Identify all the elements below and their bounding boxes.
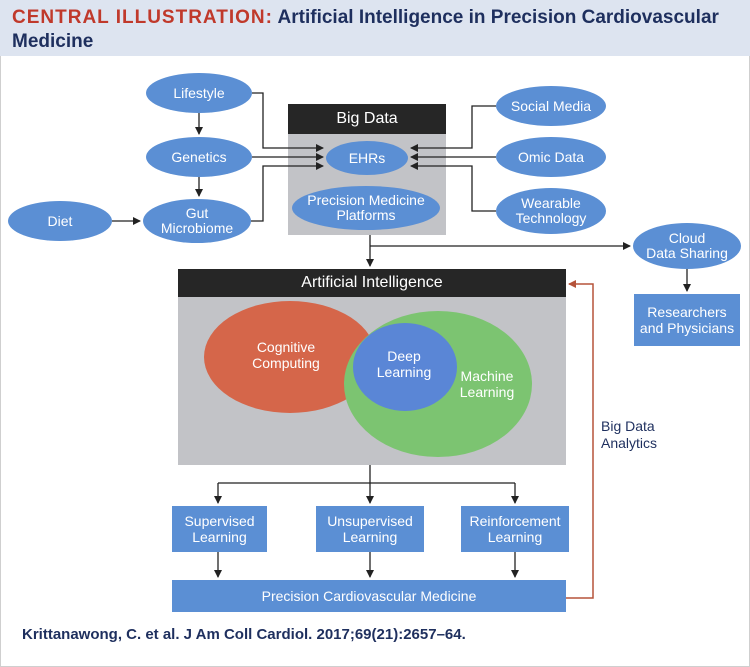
unsupervised-learning-box: Unsupervised Learning	[316, 506, 424, 552]
big-data-analytics-feedback-arrow	[566, 280, 594, 599]
figure-title: CENTRAL ILLUSTRATION: Artificial Intelli…	[12, 7, 719, 29]
title-text-line2: Medicine	[12, 31, 94, 52]
arrow-social-ehrs	[410, 105, 496, 152]
deep-learning-circle	[353, 323, 457, 411]
ehrs-node: EHRs	[326, 141, 408, 175]
genetics-node: Genetics	[146, 137, 252, 177]
supervised-learning-box: Supervised Learning	[172, 506, 267, 552]
arrow-wearable-ehrs	[410, 162, 496, 212]
big-data-analytics-label: Big Data Analytics	[601, 418, 658, 451]
arrow-gut-ehrs	[251, 162, 324, 222]
gut-microbiome-node: Gut Microbiome	[143, 199, 251, 243]
cognitive-computing-label: Cognitive Computing	[252, 339, 320, 371]
reinforcement-learning-box: Reinforcement Learning	[461, 506, 569, 552]
machine-learning-label: Machine Learning	[459, 368, 515, 400]
title-text: Artificial Intelligence in Precision Car…	[277, 7, 719, 28]
omic-data-node: Omic Data	[496, 137, 606, 177]
big-data-title: Big Data	[288, 104, 446, 134]
researchers-physicians-box: Researchers and Physicians	[634, 294, 740, 346]
header-band: CENTRAL ILLUSTRATION: Artificial Intelli…	[0, 0, 750, 56]
deep-learning-label: Deep Learning	[376, 348, 432, 380]
citation: Krittanawong, C. et al. J Am Coll Cardio…	[22, 626, 466, 643]
wearable-technology-node: Wearable Technology	[496, 188, 606, 234]
arrow-lifestyle-ehrs	[252, 92, 324, 152]
diet-node: Diet	[8, 201, 112, 241]
lifestyle-node: Lifestyle	[146, 73, 252, 113]
precision-cardiovascular-medicine-box: Precision Cardiovascular Medicine	[172, 580, 566, 612]
precision-medicine-platforms-node: Precision Medicine Platforms	[292, 186, 440, 230]
cloud-data-sharing-node: Cloud Data Sharing	[633, 223, 741, 269]
ai-title: Artificial Intelligence	[178, 269, 566, 297]
central-illustration-label: CENTRAL ILLUSTRATION:	[12, 7, 273, 28]
social-media-node: Social Media	[496, 86, 606, 126]
cognitive-computing-circle	[204, 301, 376, 413]
